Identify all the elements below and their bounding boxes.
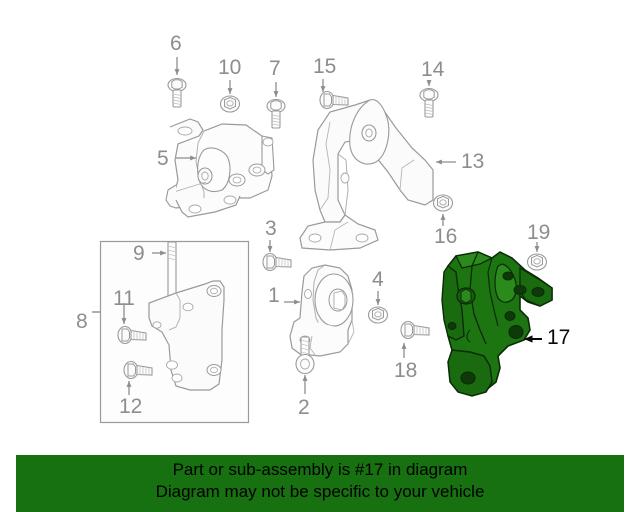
part-18-bolt xyxy=(400,320,430,340)
info-banner: Part or sub-assembly is #17 in diagram D… xyxy=(16,455,624,512)
callout-label-1: 1 xyxy=(268,284,280,307)
part-6-bolt xyxy=(167,77,187,108)
part-4-nut xyxy=(367,306,389,324)
callout-label-19: 19 xyxy=(527,221,551,244)
part-1-mount xyxy=(289,264,355,357)
callout-label-13: 13 xyxy=(461,150,485,173)
callout-label-7: 7 xyxy=(269,57,281,80)
callout-label-15: 15 xyxy=(313,55,337,78)
callout-label-18: 18 xyxy=(394,359,418,382)
part-8-bracket xyxy=(148,280,225,391)
part-14-bolt xyxy=(419,87,439,118)
banner-line-2: Diagram may not be specific to your vehi… xyxy=(155,482,485,501)
part-3-bolt xyxy=(262,252,292,272)
callout-label-10: 10 xyxy=(218,56,242,79)
callout-label-14: 14 xyxy=(421,58,445,81)
callout-label-11: 11 xyxy=(113,287,135,310)
callout-label-12: 12 xyxy=(119,395,143,418)
callout-label-6: 6 xyxy=(170,32,182,55)
callout-label-8: 8 xyxy=(76,310,88,333)
callout-label-5: 5 xyxy=(157,147,169,170)
part-2-stud-bolt xyxy=(295,336,315,375)
callout-label-16: 16 xyxy=(434,225,458,248)
part-19-nut xyxy=(526,253,548,271)
callout-label-9: 9 xyxy=(133,242,145,265)
part-16-nut xyxy=(432,194,454,212)
part-15-bolt xyxy=(319,90,349,110)
part-17-highlighted-mount xyxy=(441,251,553,397)
callout-label-2: 2 xyxy=(298,396,310,419)
callout-label-3: 3 xyxy=(265,217,277,240)
callout-label-4: 4 xyxy=(372,268,384,291)
part-13-bracket xyxy=(299,99,434,251)
banner-line-1: Part or sub-assembly is #17 in diagram xyxy=(172,460,468,479)
part-7-bolt xyxy=(266,98,286,129)
part-10-nut xyxy=(219,95,241,113)
part-5-mount xyxy=(165,118,275,218)
callout-label-17: 17 xyxy=(547,326,571,349)
